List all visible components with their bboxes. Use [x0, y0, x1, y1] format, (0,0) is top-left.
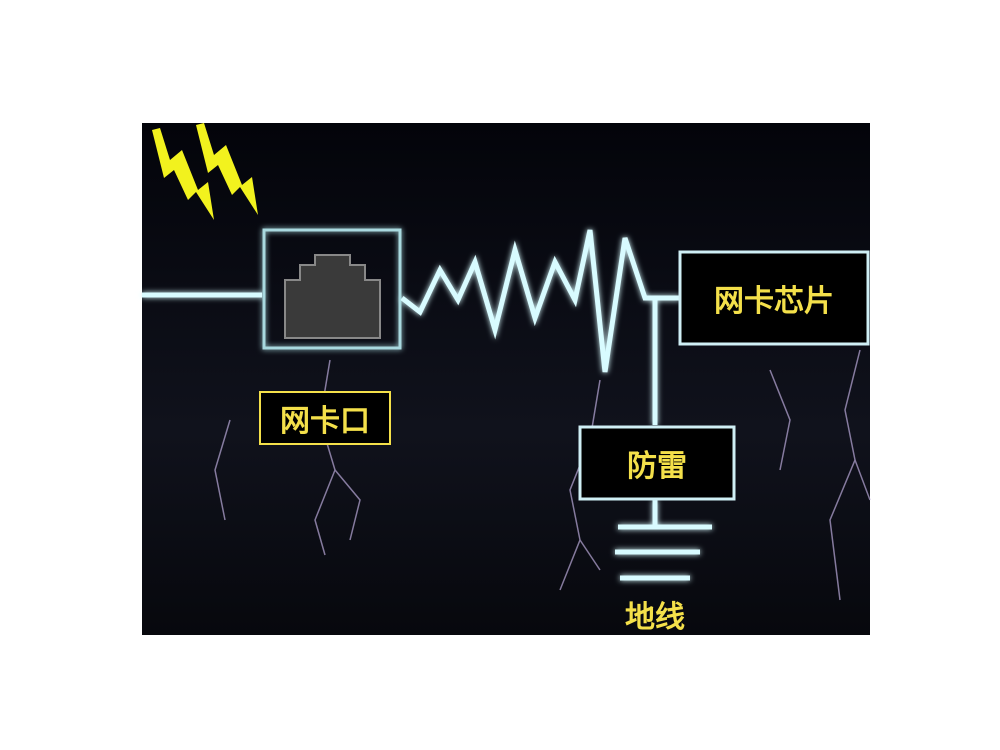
rj45-port-box: [262, 228, 402, 350]
surge-waveform: [400, 229, 680, 373]
ground-label: 地线: [625, 600, 685, 635]
surge-protector-box: [578, 425, 736, 501]
surge-label: 防雷: [627, 449, 687, 484]
chip-box: [678, 250, 870, 346]
lightning-bolt-icon: [152, 123, 258, 220]
ethernet-port-icon: [284, 254, 381, 339]
dark-background: [142, 123, 870, 635]
chip-label: 网卡芯片: [714, 284, 834, 319]
port-label: 网卡口: [280, 404, 370, 439]
port-label-box: [259, 391, 391, 445]
